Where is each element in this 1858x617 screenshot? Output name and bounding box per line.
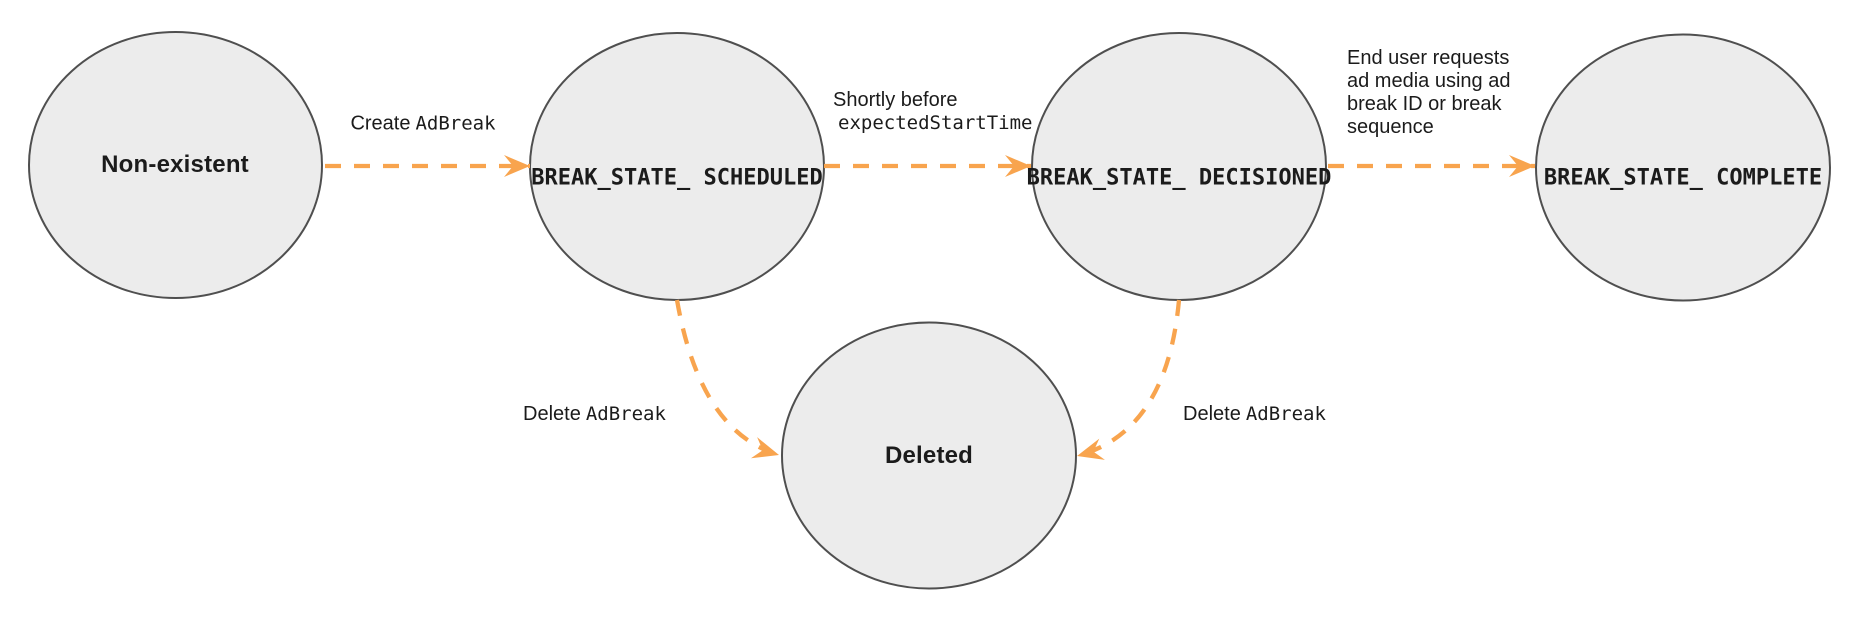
state-label-line1: BREAK_STATE_: [1543, 165, 1703, 191]
edge-label-line4: sequence: [1347, 116, 1434, 138]
edge-label-shortly-before: Shortly before expectedStartTime: [833, 89, 1032, 134]
edge-label-line3: break ID or break: [1347, 93, 1502, 115]
state-label-deleted: Deleted: [885, 442, 973, 470]
edge-label-code-text: AdBreak: [1245, 403, 1326, 425]
state-label-line1: BREAK_STATE_: [531, 165, 691, 191]
state-label-break-state-complete: BREAK_STATE_ COMPLETE: [1544, 165, 1822, 192]
edge-label-line1: End user requests: [1347, 47, 1510, 69]
state-label-break-state-scheduled: BREAK_STATE_ SCHEDULED: [531, 165, 822, 192]
edge-label-end-user-requests: End user requests ad media using ad brea…: [1347, 47, 1510, 139]
state-label-line2: SCHEDULED: [703, 165, 823, 191]
edge-label-line2: expectedStartTime: [838, 112, 1033, 134]
edge-label-line1: Shortly before: [833, 89, 958, 111]
state-label-line1: BREAK_STATE_: [1026, 165, 1186, 191]
state-node-deleted: [781, 321, 1077, 590]
state-label-text: Deleted: [884, 442, 974, 469]
state-node-break-state-complete: [1535, 33, 1831, 302]
edge-delete-from-decisioned-arrow: [1076, 299, 1182, 460]
state-label-text: Non-existent: [101, 151, 249, 178]
state-label-non-existent: Non-existent: [101, 151, 249, 179]
edge-label-line2: ad media using ad: [1347, 70, 1511, 92]
edge-label-plain-text: Create: [350, 112, 411, 135]
state-label-break-state-decisioned: BREAK_STATE_ DECISIONED: [1027, 165, 1332, 192]
state-label-line2: DECISIONED: [1198, 165, 1332, 191]
edge-delete-from-scheduled-arrow: [674, 299, 780, 459]
edge-label-plain-text: Delete: [523, 403, 581, 425]
state-label-line2: COMPLETE: [1716, 165, 1823, 191]
edge-label-code-text: AdBreak: [415, 112, 496, 135]
edge-label-code-text: AdBreak: [585, 403, 666, 425]
state-node-non-existent: [28, 31, 323, 299]
edge-label-plain-text: Delete: [1183, 403, 1241, 425]
